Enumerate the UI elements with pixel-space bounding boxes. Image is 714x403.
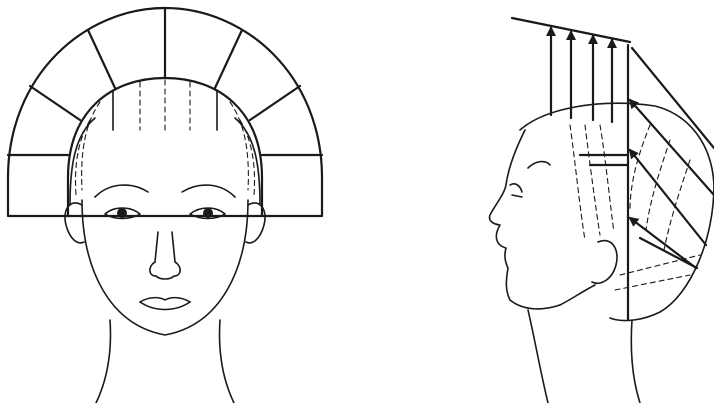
right-eye [190, 208, 225, 219]
profile-head [520, 103, 714, 320]
profile-diagonal-arrows [630, 48, 714, 268]
left-eye [105, 208, 140, 219]
profile-vertical-arrows [551, 28, 612, 122]
profile-view [489, 18, 714, 403]
front-face [65, 118, 265, 403]
profile-face [489, 130, 640, 403]
front-view [8, 8, 322, 403]
